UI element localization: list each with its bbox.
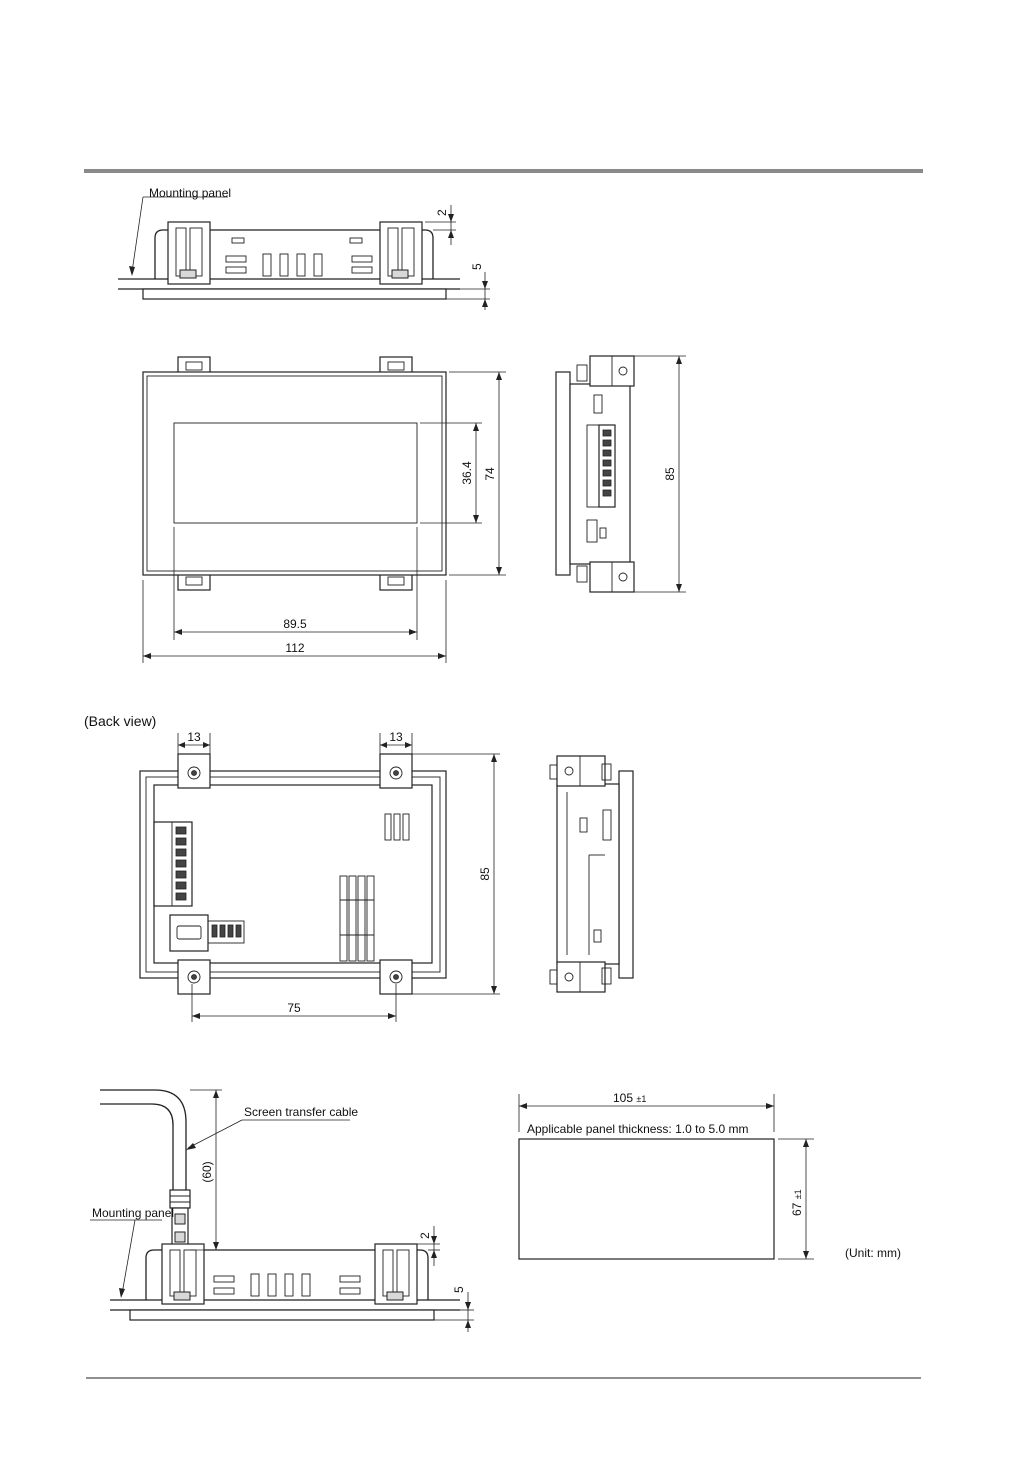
cable-mounting-panel-label: Mounting panel — [92, 1206, 174, 1220]
panel-thickness-label: Applicable panel thickness: 1.0 to 5.0 m… — [527, 1122, 748, 1136]
dim-cutout-width-label: 105 ±1 — [613, 1091, 646, 1105]
dim-width-label: 112 — [285, 641, 304, 655]
panel-cutout — [519, 1094, 814, 1259]
dim-display-width-label: 89.5 — [283, 617, 307, 631]
dim-side-height-label: 85 — [663, 467, 677, 481]
dim-cable-top-2-label: 2 — [418, 1232, 432, 1239]
back-view — [140, 733, 500, 1022]
dim-left-offset-label: 13 — [187, 730, 201, 744]
front-view — [143, 357, 506, 663]
mounting-panel-label: Mounting panel — [149, 186, 231, 200]
back-view-title: (Back view) — [84, 713, 156, 729]
dim-top-2-label: 2 — [435, 209, 449, 216]
dim-back-height-label: 85 — [478, 867, 492, 881]
dim-top-5-label: 5 — [470, 263, 484, 270]
dim-display-height-label: 36.4 — [460, 461, 474, 485]
screen-transfer-cable-label: Screen transfer cable — [244, 1105, 358, 1119]
dim-cutout-width-tol: ±1 — [636, 1094, 646, 1104]
dim-right-offset-label: 13 — [389, 730, 403, 744]
dim-cutout-width-value: 105 — [613, 1091, 633, 1105]
dim-height-label: 74 — [483, 467, 497, 481]
dim-cutout-height-value: 67 — [790, 1202, 804, 1216]
dim-mount-spacing-label: 75 — [287, 1001, 301, 1015]
dim-cutout-height-label: 67 ±1 — [790, 1189, 804, 1216]
dim-cable-bottom-5-label: 5 — [452, 1286, 466, 1293]
dim-cable-length-label: (60) — [200, 1161, 214, 1182]
header-rule — [84, 169, 923, 173]
unit-label: (Unit: mm) — [845, 1246, 901, 1260]
dim-cutout-height-tol: ±1 — [793, 1189, 803, 1199]
back-side-view — [550, 756, 633, 992]
